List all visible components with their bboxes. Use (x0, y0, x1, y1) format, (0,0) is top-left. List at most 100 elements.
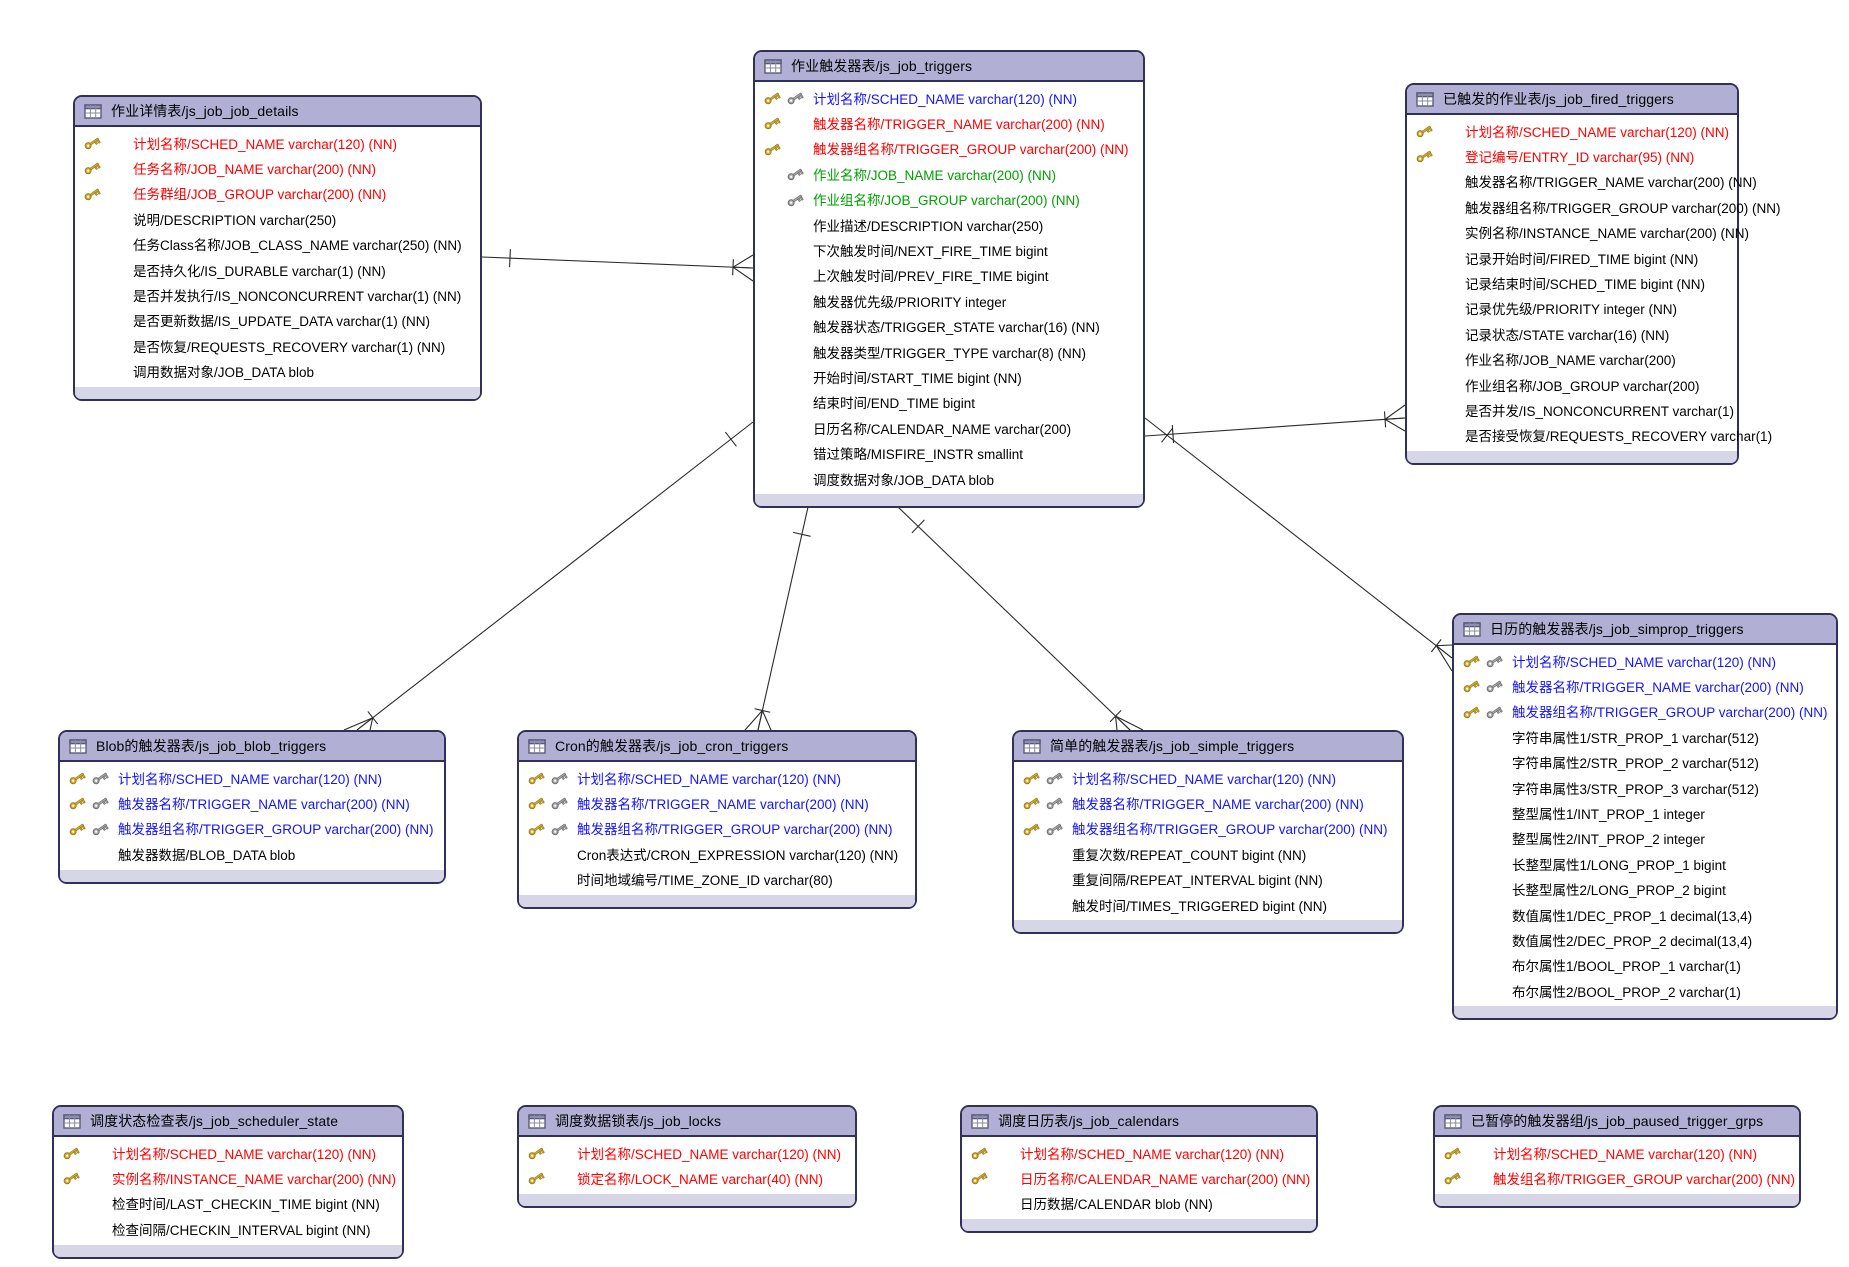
column-row[interactable]: 触发器组名称/TRIGGER_GROUP varchar(200) (NN) (755, 136, 1143, 161)
column-row[interactable]: 检查时间/LAST_CHECKIN_TIME bigint (NN) (54, 1191, 402, 1216)
column-row[interactable]: 上次触发时间/PREV_FIRE_TIME bigint (755, 263, 1143, 288)
column-row[interactable]: 实例名称/INSTANCE_NAME varchar(200) (NN) (54, 1165, 402, 1190)
relationship-js_job_triggers-js_job_cron_triggers[interactable] (744, 506, 811, 731)
column-row[interactable]: 计划名称/SCHED_NAME varchar(120) (NN) (1014, 765, 1402, 790)
column-row[interactable]: 是否并发执行/IS_NONCONCURRENT varchar(1) (NN) (75, 282, 480, 307)
column-row[interactable]: 计划名称/SCHED_NAME varchar(120) (NN) (1407, 118, 1737, 143)
column-row[interactable]: 字符串属性2/STR_PROP_2 varchar(512) (1454, 750, 1836, 775)
column-row[interactable]: 是否恢复/REQUESTS_RECOVERY varchar(1) (NN) (75, 333, 480, 358)
relationship-js_job_job_details-js_job_triggers[interactable] (481, 249, 754, 282)
column-row[interactable]: 日历名称/CALENDAR_NAME varchar(200) (NN) (962, 1165, 1316, 1190)
column-row[interactable]: 触发器组名称/TRIGGER_GROUP varchar(200) (NN) (60, 816, 444, 841)
column-row[interactable]: 日历数据/CALENDAR blob (NN) (962, 1191, 1316, 1216)
column-row[interactable]: 是否更新数据/IS_UPDATE_DATA varchar(1) (NN) (75, 308, 480, 333)
column-row[interactable]: 计划名称/SCHED_NAME varchar(120) (NN) (962, 1140, 1316, 1165)
column-row[interactable]: 数值属性2/DEC_PROP_2 decimal(13,4) (1454, 927, 1836, 952)
table-js_job_simprop_triggers[interactable]: 日历的触发器表/js_job_simprop_triggers 计划名称/SCHE… (1452, 613, 1838, 1021)
column-row[interactable]: 布尔属性1/BOOL_PROP_1 varchar(1) (1454, 953, 1836, 978)
column-row[interactable]: 作业描述/DESCRIPTION varchar(250) (755, 212, 1143, 237)
column-row[interactable]: 说明/DESCRIPTION varchar(250) (75, 206, 480, 231)
column-row[interactable]: 计划名称/SCHED_NAME varchar(120) (NN) (755, 85, 1143, 110)
column-row[interactable]: 触发器名称/TRIGGER_NAME varchar(200) (NN) (1454, 673, 1836, 698)
table-js_job_simple_triggers[interactable]: 简单的触发器表/js_job_simple_triggers 计划名称/SCHED… (1012, 730, 1404, 935)
column-row[interactable]: 触发器优先级/PRIORITY integer (755, 288, 1143, 313)
table-js_job_job_details[interactable]: 作业详情表/js_job_job_details 计划名称/SCHED_NAME … (73, 95, 482, 401)
column-row[interactable]: 作业组名称/JOB_GROUP varchar(200) (1407, 372, 1737, 397)
column-row[interactable]: 作业名称/JOB_NAME varchar(200) (1407, 347, 1737, 372)
relationship-js_job_triggers-js_job_blob_triggers[interactable] (343, 421, 754, 731)
column-row[interactable]: 结束时间/END_TIME bigint (755, 390, 1143, 415)
table-header-js_job_simprop_triggers[interactable]: 日历的触发器表/js_job_simprop_triggers (1454, 615, 1836, 645)
table-js_job_cron_triggers[interactable]: Cron的触发器表/js_job_cron_triggers 计划名称/SCHED… (517, 730, 917, 909)
column-row[interactable]: 计划名称/SCHED_NAME varchar(120) (NN) (519, 765, 915, 790)
table-header-js_job_paused_trigger_grps[interactable]: 已暂停的触发器组/js_job_paused_trigger_grps (1435, 1107, 1799, 1137)
table-header-js_job_fired_triggers[interactable]: 已触发的作业表/js_job_fired_triggers (1407, 85, 1737, 115)
column-row[interactable]: 计划名称/SCHED_NAME varchar(120) (NN) (1454, 648, 1836, 673)
column-row[interactable]: 长整型属性1/LONG_PROP_1 bigint (1454, 851, 1836, 876)
column-row[interactable]: 触发器类型/TRIGGER_TYPE varchar(8) (NN) (755, 339, 1143, 364)
column-row[interactable]: 是否接受恢复/REQUESTS_RECOVERY varchar(1) (1407, 423, 1772, 448)
column-row[interactable]: 计划名称/SCHED_NAME varchar(120) (NN) (519, 1140, 855, 1165)
column-row[interactable]: 计划名称/SCHED_NAME varchar(120) (NN) (60, 765, 444, 790)
column-row[interactable]: 调度数据对象/JOB_DATA blob (755, 466, 1143, 491)
column-row[interactable]: 时间地域编号/TIME_ZONE_ID varchar(80) (519, 867, 915, 892)
column-row[interactable]: 触发器组名称/TRIGGER_GROUP varchar(200) (NN) (1014, 816, 1402, 841)
column-row[interactable]: 触发器数据/BLOB_DATA blob (60, 841, 444, 866)
table-js_job_triggers[interactable]: 作业触发器表/js_job_triggers 计划名称/SCHED_NAME va… (753, 50, 1145, 509)
column-row[interactable]: 锁定名称/LOCK_NAME varchar(40) (NN) (519, 1165, 855, 1190)
column-row[interactable]: 日历名称/CALENDAR_NAME varchar(200) (755, 415, 1143, 440)
column-row[interactable]: 触发器名称/TRIGGER_NAME varchar(200) (NN) (519, 790, 915, 815)
column-row[interactable]: 作业名称/JOB_NAME varchar(200) (NN) (755, 161, 1143, 186)
column-row[interactable]: 触发器名称/TRIGGER_NAME varchar(200) (NN) (60, 790, 444, 815)
column-row[interactable]: 记录开始时间/FIRED_TIME bigint (NN) (1407, 245, 1737, 270)
table-js_job_calendars[interactable]: 调度日历表/js_job_calendars 计划名称/SCHED_NAME va… (960, 1105, 1318, 1234)
column-row[interactable]: 触发器组名称/TRIGGER_GROUP varchar(200) (NN) (1407, 194, 1781, 219)
column-row[interactable]: 字符串属性3/STR_PROP_3 varchar(512) (1454, 775, 1836, 800)
column-row[interactable]: Cron表达式/CRON_EXPRESSION varchar(120) (NN… (519, 841, 915, 866)
column-row[interactable]: 错过策略/MISFIRE_INSTR smallint (755, 440, 1143, 465)
column-row[interactable]: 检查间隔/CHECKIN_INTERVAL bigint (NN) (54, 1216, 402, 1241)
column-row[interactable]: 触发器名称/TRIGGER_NAME varchar(200) (NN) (1014, 790, 1402, 815)
column-row[interactable]: 是否持久化/IS_DURABLE varchar(1) (NN) (75, 257, 480, 282)
column-row[interactable]: 是否并发/IS_NONCONCURRENT varchar(1) (1407, 397, 1737, 422)
table-header-js_job_blob_triggers[interactable]: Blob的触发器表/js_job_blob_triggers (60, 732, 444, 762)
table-header-js_job_scheduler_state[interactable]: 调度状态检查表/js_job_scheduler_state (54, 1107, 402, 1137)
column-row[interactable]: 任务群组/JOB_GROUP varchar(200) (NN) (75, 181, 480, 206)
table-header-js_job_locks[interactable]: 调度数据锁表/js_job_locks (519, 1107, 855, 1137)
column-row[interactable]: 下次触发时间/NEXT_FIRE_TIME bigint (755, 237, 1143, 262)
table-header-js_job_triggers[interactable]: 作业触发器表/js_job_triggers (755, 52, 1143, 82)
table-js_job_fired_triggers[interactable]: 已触发的作业表/js_job_fired_triggers 计划名称/SCHED_… (1405, 83, 1781, 466)
column-row[interactable]: 触发器组名称/TRIGGER_GROUP varchar(200) (NN) (519, 816, 915, 841)
column-row[interactable]: 长整型属性2/LONG_PROP_2 bigint (1454, 877, 1836, 902)
table-js_job_paused_trigger_grps[interactable]: 已暂停的触发器组/js_job_paused_trigger_grps 计划名称/… (1433, 1105, 1801, 1208)
table-js_job_locks[interactable]: 调度数据锁表/js_job_locks 计划名称/SCHED_NAME varch… (517, 1105, 857, 1208)
column-row[interactable]: 记录优先级/PRIORITY integer (NN) (1407, 296, 1737, 321)
column-row[interactable]: 触发器名称/TRIGGER_NAME varchar(200) (NN) (755, 110, 1143, 135)
table-header-js_job_cron_triggers[interactable]: Cron的触发器表/js_job_cron_triggers (519, 732, 915, 762)
column-row[interactable]: 触发器状态/TRIGGER_STATE varchar(16) (NN) (755, 314, 1143, 339)
column-row[interactable]: 开始时间/START_TIME bigint (NN) (755, 364, 1143, 389)
column-row[interactable]: 任务Class名称/JOB_CLASS_NAME varchar(250) (N… (75, 232, 480, 257)
relationship-js_job_triggers-js_job_simprop_triggers[interactable] (1144, 417, 1453, 672)
table-header-js_job_calendars[interactable]: 调度日历表/js_job_calendars (962, 1107, 1316, 1137)
column-row[interactable]: 触发器组名称/TRIGGER_GROUP varchar(200) (NN) (1454, 699, 1836, 724)
column-row[interactable]: 触发时间/TIMES_TRIGGERED bigint (NN) (1014, 892, 1402, 917)
table-header-js_job_job_details[interactable]: 作业详情表/js_job_job_details (75, 97, 480, 127)
column-row[interactable]: 字符串属性1/STR_PROP_1 varchar(512) (1454, 724, 1836, 749)
column-row[interactable]: 整型属性1/INT_PROP_1 integer (1454, 800, 1836, 825)
column-row[interactable]: 重复次数/REPEAT_COUNT bigint (NN) (1014, 841, 1402, 866)
column-row[interactable]: 计划名称/SCHED_NAME varchar(120) (NN) (75, 130, 480, 155)
column-row[interactable]: 记录状态/STATE varchar(16) (NN) (1407, 321, 1737, 346)
column-row[interactable]: 任务名称/JOB_NAME varchar(200) (NN) (75, 155, 480, 180)
column-row[interactable]: 实例名称/INSTANCE_NAME varchar(200) (NN) (1407, 220, 1749, 245)
table-js_job_blob_triggers[interactable]: Blob的触发器表/js_job_blob_triggers 计划名称/SCHED… (58, 730, 446, 884)
relationship-js_job_triggers-js_job_fired_triggers[interactable] (1144, 404, 1406, 444)
table-header-js_job_simple_triggers[interactable]: 简单的触发器表/js_job_simple_triggers (1014, 732, 1402, 762)
column-row[interactable]: 登记编号/ENTRY_ID varchar(95) (NN) (1407, 143, 1737, 168)
relationship-js_job_triggers-js_job_simple_triggers[interactable] (897, 506, 1144, 731)
column-row[interactable]: 计划名称/SCHED_NAME varchar(120) (NN) (1435, 1140, 1799, 1165)
column-row[interactable]: 整型属性2/INT_PROP_2 integer (1454, 826, 1836, 851)
column-row[interactable]: 重复间隔/REPEAT_INTERVAL bigint (NN) (1014, 867, 1402, 892)
column-row[interactable]: 触发器名称/TRIGGER_NAME varchar(200) (NN) (1407, 169, 1757, 194)
